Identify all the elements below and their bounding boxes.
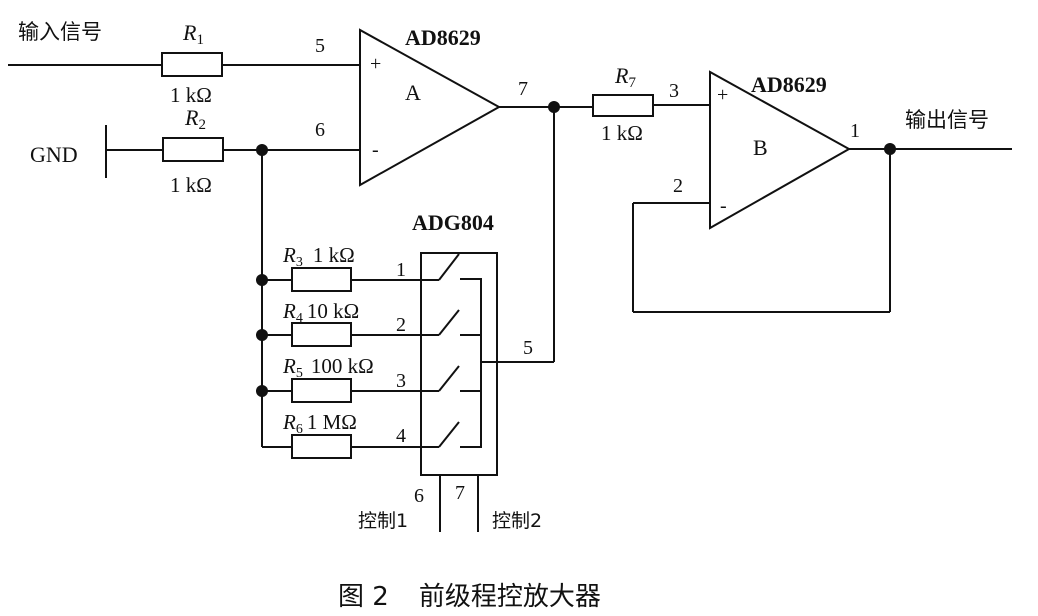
resistor-r7 [592, 94, 654, 117]
switch-2-blade [438, 309, 460, 336]
junction-dot [256, 274, 268, 286]
resistor-r5 [291, 378, 352, 403]
pin-a-minus: 6 [315, 119, 325, 141]
junction-dot [256, 385, 268, 397]
pin-b-out: 1 [850, 120, 860, 142]
pin-b-minus: 2 [673, 175, 683, 197]
control-pin-6: 6 [414, 485, 424, 507]
switch-body [420, 252, 498, 476]
opamp-b [709, 70, 852, 230]
switch-4-blade [438, 421, 460, 448]
control-2-label: 控制2 [492, 510, 542, 532]
r2-name: R2 [184, 105, 206, 133]
switch-pin-4: 4 [396, 425, 406, 447]
switch-pin-2: 2 [396, 314, 406, 336]
opamp-b-plus: + [717, 84, 728, 106]
input-signal-label: 输入信号 [18, 20, 102, 44]
opamp-a-label: A [405, 80, 421, 105]
control-pin-7: 7 [455, 482, 465, 504]
switch-pin-1: 1 [396, 259, 406, 281]
opamp-b-minus: - [720, 195, 727, 217]
r1-value: 1 kΩ [170, 83, 212, 107]
resistor-r2 [162, 137, 224, 162]
pin-b-plus: 3 [669, 80, 679, 102]
opamp-b-label: B [753, 135, 768, 160]
r2-value: 1 kΩ [170, 173, 212, 197]
r7-value: 1 kΩ [601, 121, 643, 145]
opamp-b-part: AD8629 [751, 72, 827, 97]
switch-common-pin: 5 [523, 337, 533, 359]
adg804-switch [420, 252, 498, 532]
junction-dot [256, 329, 268, 341]
switch-1-blade [438, 253, 460, 281]
opamp-a-plus: + [370, 53, 381, 75]
gain-resistor-network [256, 267, 420, 459]
r1-name: R1 [182, 20, 204, 48]
pin-a-plus: 5 [315, 35, 325, 57]
r7-name: R7 [614, 63, 636, 91]
output-signal-label: 输出信号 [905, 108, 989, 132]
switch-pin-3: 3 [396, 370, 406, 392]
resistor-r4 [291, 322, 352, 347]
switch-common-bus [460, 278, 482, 448]
opamp-a-part: AD8629 [405, 25, 481, 50]
opamp-a-minus: - [372, 139, 379, 161]
pin-a-out: 7 [518, 78, 528, 100]
gnd-label: GND [30, 142, 78, 167]
resistor-r1 [161, 52, 223, 77]
resistor-r3 [291, 267, 352, 292]
switch-part: ADG804 [412, 210, 494, 235]
resistor-r6 [291, 434, 352, 459]
control-1-label: 控制1 [358, 510, 408, 532]
switch-3-blade [438, 365, 460, 392]
opamp-a [359, 28, 502, 187]
